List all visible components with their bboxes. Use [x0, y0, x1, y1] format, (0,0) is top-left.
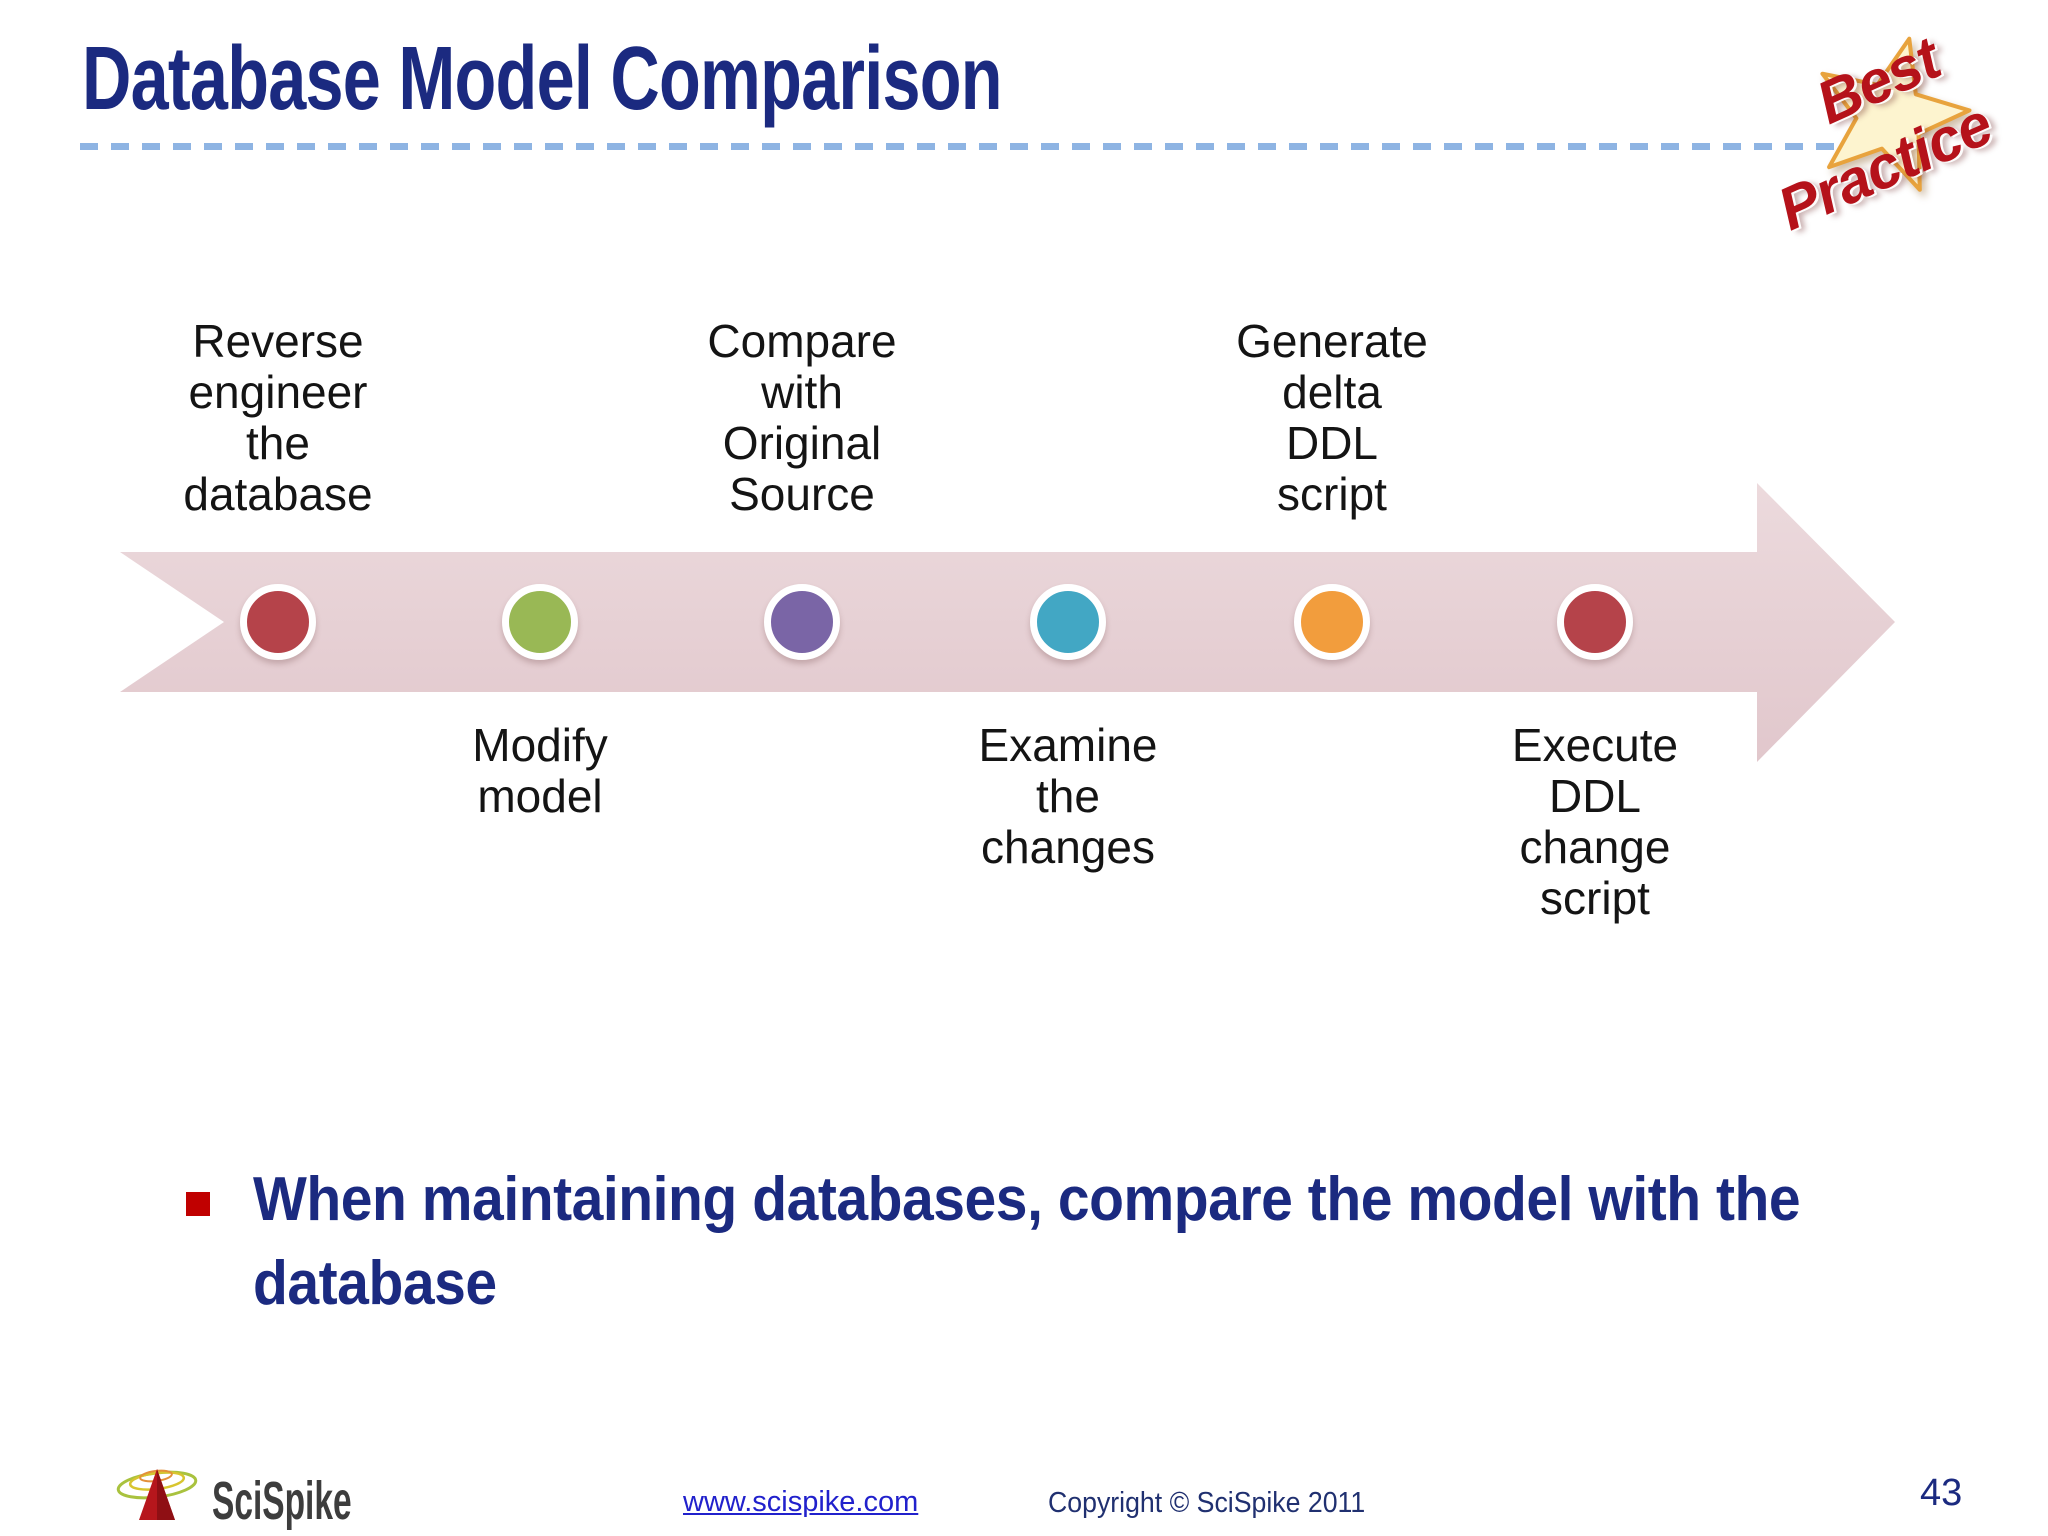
- step-dot: [1294, 584, 1370, 660]
- scispike-logo-text: SciSpike: [212, 1471, 352, 1531]
- footer-copyright: Copyright © SciSpike 2011: [1048, 1487, 1366, 1519]
- step-label: Examine the changes: [978, 719, 1158, 873]
- footer-url-link[interactable]: www.scispike.com: [683, 1486, 919, 1518]
- step-dot: [502, 584, 578, 660]
- bullet-text: When maintaining databases, compare the …: [253, 1165, 1801, 1318]
- step-dot: [240, 584, 316, 660]
- page-number: 43: [1920, 1472, 1963, 1514]
- step-dot: [1557, 584, 1633, 660]
- best-practice-star-icon: [1820, 36, 1972, 192]
- page-title: Database Model Comparison: [82, 29, 1003, 129]
- step-label: Reverse engineer the database: [183, 315, 373, 520]
- title-divider: [80, 143, 1858, 150]
- scispike-logo-icon: [116, 1469, 198, 1520]
- bullet-marker: [186, 1192, 210, 1216]
- step-label: Execute DDL change script: [1511, 719, 1679, 924]
- step-dot: [764, 584, 840, 660]
- step-dot: [1030, 584, 1106, 660]
- step-label: Compare with Original Source: [707, 315, 897, 520]
- step-label: Modify model: [472, 719, 608, 822]
- step-label: Generate delta DDL script: [1236, 315, 1428, 520]
